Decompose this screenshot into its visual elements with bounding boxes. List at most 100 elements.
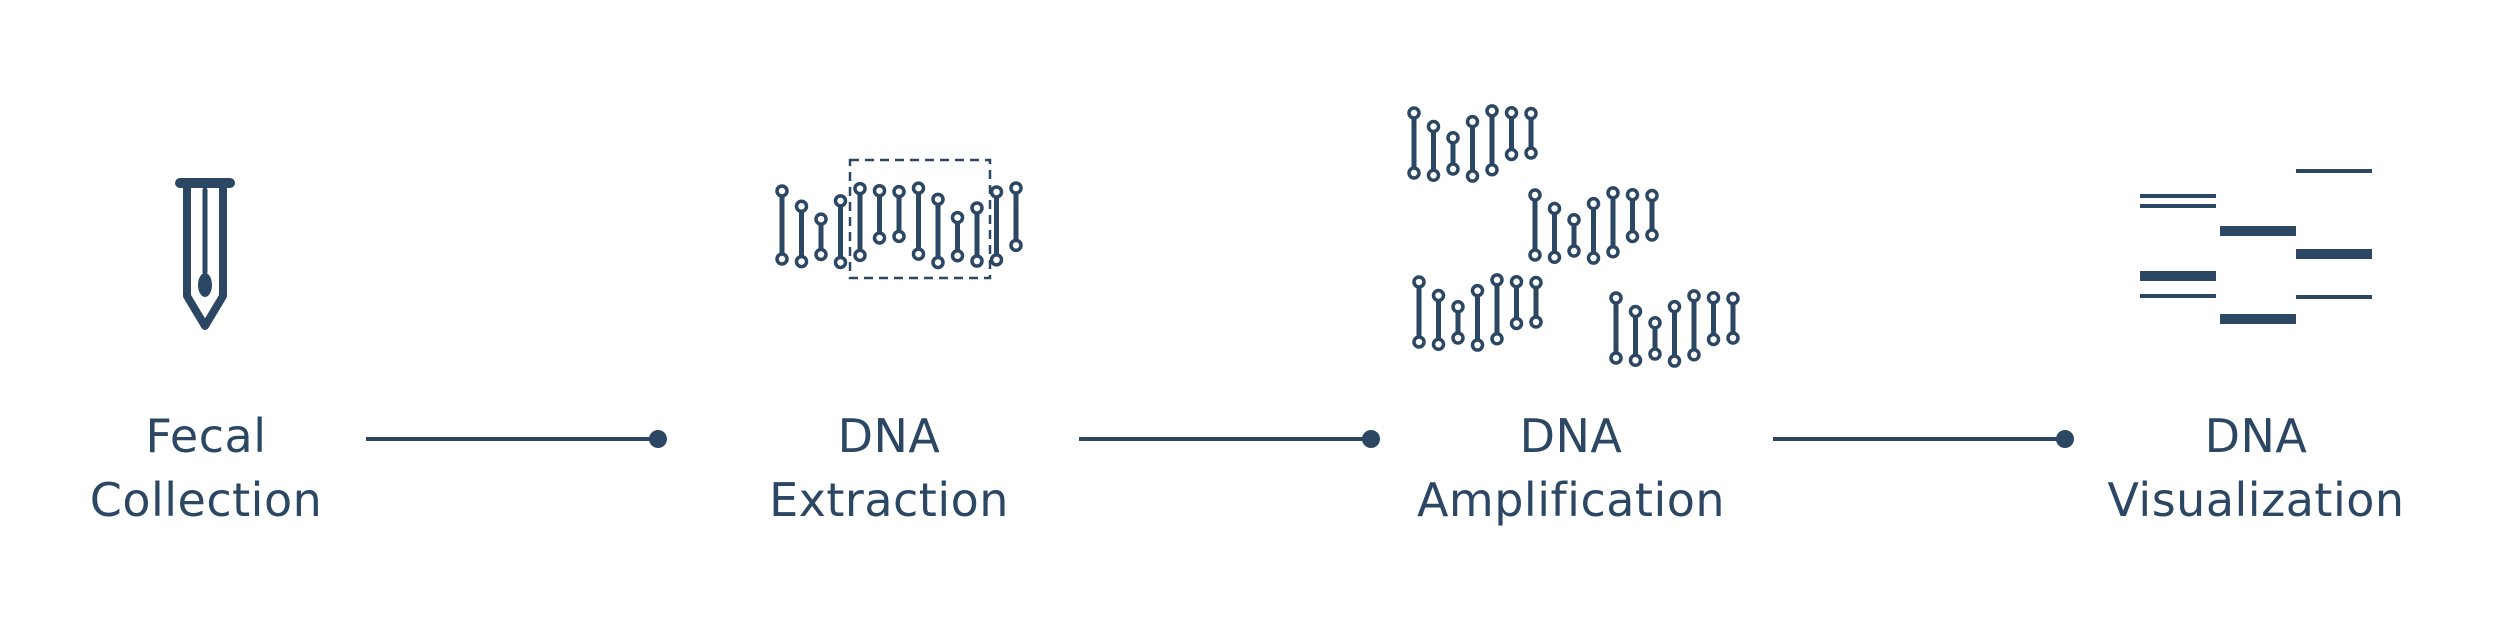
dna-node	[853, 181, 867, 196]
gel-band	[2296, 169, 2372, 173]
dna-node	[1490, 332, 1504, 346]
dna-node	[833, 194, 848, 208]
dna-node	[892, 229, 906, 244]
dna-node	[1504, 147, 1519, 162]
dna-node	[1431, 288, 1446, 303]
dna-node	[1431, 337, 1446, 352]
dna-node	[1606, 245, 1620, 259]
gel-band	[2220, 226, 2296, 236]
dna-node	[1412, 275, 1426, 289]
dna-node	[1528, 248, 1542, 262]
dna-node	[1625, 187, 1640, 202]
dna-extraction-icon	[775, 158, 1023, 280]
dna-node	[1446, 131, 1460, 145]
gel-band	[2140, 194, 2216, 198]
dna-node	[1529, 315, 1543, 329]
dna-node	[1645, 228, 1659, 242]
dna-node	[1609, 291, 1623, 305]
dna-node	[1625, 229, 1640, 244]
dna-node	[1609, 351, 1623, 365]
dna-node	[1726, 291, 1740, 306]
dna-node	[1412, 335, 1426, 349]
dna-node	[794, 254, 809, 269]
dna-node	[1706, 290, 1721, 305]
dna-node	[1726, 331, 1740, 345]
dna-node	[1407, 166, 1421, 180]
dna-node	[911, 247, 926, 261]
dna-node	[1485, 104, 1499, 118]
dna-node	[872, 231, 887, 245]
dna-node	[1567, 244, 1581, 258]
gel-band	[2140, 204, 2216, 208]
dna-node	[1586, 196, 1601, 211]
dna-strand	[1412, 273, 1543, 352]
dna-node	[1509, 274, 1524, 289]
dna-strand	[775, 181, 1023, 270]
dna-node	[1547, 250, 1562, 265]
dna-node	[989, 185, 1004, 199]
step-label-line: Fecal	[145, 409, 267, 463]
dna-node	[1687, 348, 1701, 362]
test-tube-swab-icon	[175, 178, 235, 330]
gel-band	[2220, 314, 2296, 324]
dna-node	[931, 255, 945, 270]
dna-node	[1528, 188, 1542, 202]
dna-node	[1451, 300, 1465, 314]
connector-arrow	[366, 430, 667, 448]
dna-node	[794, 199, 809, 214]
step-label-fecal-collection: Fecal Collection	[26, 404, 386, 532]
dna-node	[1446, 162, 1460, 176]
dna-node	[1547, 201, 1562, 216]
dna-node	[1628, 353, 1643, 368]
dna-node	[1706, 332, 1721, 347]
dna-node	[1485, 163, 1499, 177]
dna-node	[1470, 283, 1485, 298]
extraction-selection-box	[848, 158, 992, 280]
dna-node	[1009, 181, 1023, 195]
dna-node	[814, 212, 828, 226]
dna-node	[1606, 186, 1620, 200]
dna-node	[833, 255, 848, 270]
dna-node	[1687, 289, 1701, 303]
dna-node	[1509, 316, 1524, 331]
step-label-dna-extraction: DNA Extraction	[709, 404, 1069, 532]
dna-node	[1645, 188, 1659, 203]
dna-node	[775, 252, 789, 266]
dna-node	[1009, 238, 1023, 253]
gel-band	[2296, 295, 2372, 299]
step-label-line: DNA	[1519, 409, 1623, 463]
dna-node	[1465, 114, 1480, 129]
dna-node	[1667, 354, 1682, 368]
dna-node	[1426, 119, 1441, 134]
dna-node	[1451, 331, 1465, 345]
dna-node	[950, 210, 965, 225]
dna-node	[950, 248, 965, 263]
dna-node	[1524, 106, 1538, 121]
dna-node	[1667, 299, 1682, 314]
step-label-line: Visualization	[2107, 473, 2405, 527]
dna-node	[931, 192, 945, 207]
dna-node	[970, 201, 984, 215]
step-label-line: DNA	[837, 409, 941, 463]
gel-bands-icon	[2140, 169, 2372, 324]
dna-node	[1648, 347, 1662, 361]
dna-node	[989, 253, 1004, 267]
dna-node	[911, 181, 926, 195]
dna-node	[1470, 338, 1485, 352]
dna-node	[970, 254, 984, 268]
dna-node	[1407, 106, 1421, 120]
step-label-line: Amplification	[1416, 473, 1726, 527]
connector-arrow	[1079, 430, 1380, 448]
dna-node	[892, 184, 906, 199]
dna-node	[775, 184, 789, 198]
dna-strand	[1407, 104, 1538, 183]
step-label-line: Collection	[89, 473, 323, 527]
dna-node	[1567, 213, 1581, 227]
dna-node	[1628, 304, 1643, 319]
gel-band	[2140, 271, 2216, 281]
dna-node	[1504, 105, 1519, 120]
dna-node	[814, 247, 828, 262]
step-label-line: Extraction	[769, 473, 1009, 527]
